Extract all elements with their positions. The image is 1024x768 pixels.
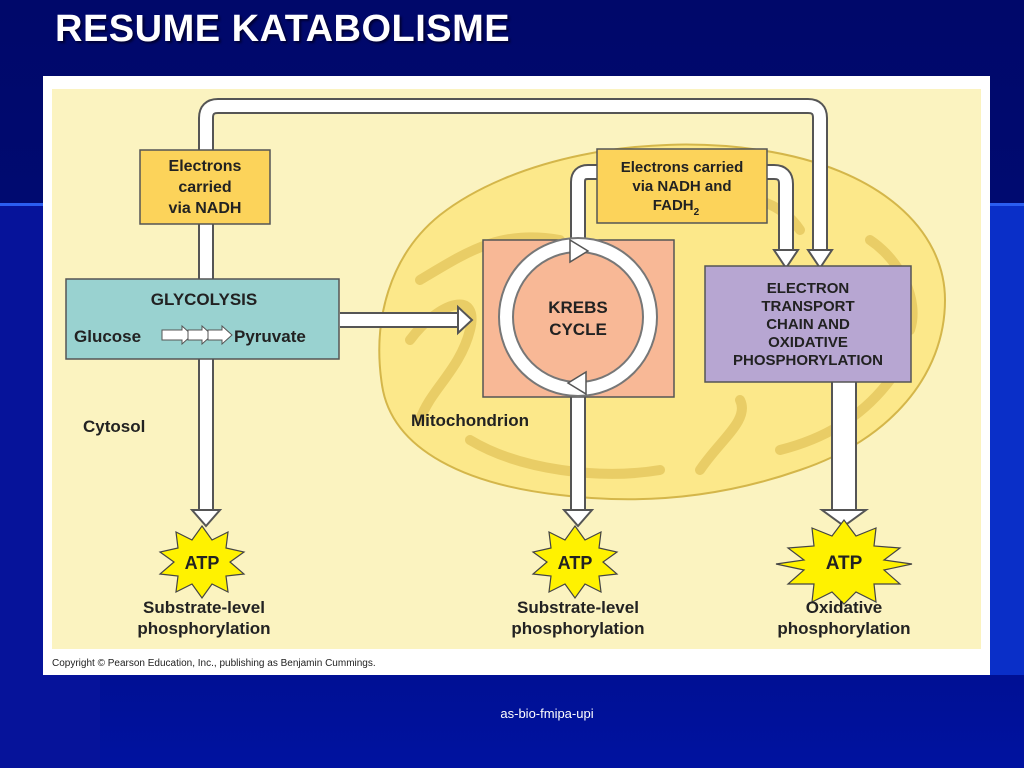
electrons-fadh-line2: via NADH and: [632, 178, 731, 195]
electron-transport-box: ELECTRON TRANSPORT CHAIN AND OXIDATIVE P…: [704, 265, 912, 383]
output-3-line2: phosphorylation: [777, 619, 910, 638]
etc-line1: ELECTRON: [767, 280, 850, 297]
krebs-cycle-arrowhead-bottom: [566, 370, 587, 396]
glycolysis-title: GLYCOLYSIS: [151, 290, 257, 309]
background-panel-right: [990, 205, 1024, 675]
copyright-text: Copyright © Pearson Education, Inc., pub…: [52, 658, 376, 669]
electrons-nadh-fadh-box: Electrons carried via NADH and FADH2: [596, 148, 768, 224]
electrons-fadh-line3: FADH: [653, 197, 694, 214]
output-3-line1: Oxidative: [806, 598, 883, 617]
glycolysis-step-arrows: [161, 324, 233, 346]
etc-line3: CHAIN AND: [766, 316, 850, 333]
electrons-nadh-box: Electrons carried via NADH: [139, 149, 271, 225]
slide-title: RESUME KATABOLISME: [55, 8, 511, 50]
atp-burst-2: ATP: [531, 524, 619, 600]
output-1-line1: Substrate-level: [143, 598, 265, 617]
electrons-fadh-line1: Electrons carried: [621, 159, 744, 176]
atp-label-3: ATP: [826, 553, 863, 574]
electrons-fadh-subscript: 2: [694, 207, 700, 218]
electrons-nadh-line3: via NADH: [169, 200, 242, 217]
krebs-label-line2: CYCLE: [549, 320, 607, 339]
output-1-line2: phosphorylation: [137, 619, 270, 638]
etc-line2: TRANSPORT: [761, 298, 854, 315]
etc-line4: OXIDATIVE: [768, 334, 848, 351]
svg-text:FADH2: FADH2: [653, 197, 700, 218]
atp-label-1: ATP: [185, 553, 220, 573]
mitochondrion-label: Mitochondrion: [411, 411, 529, 430]
atp-burst-1: ATP: [158, 524, 246, 600]
pyruvate-label: Pyruvate: [234, 327, 306, 346]
slide-footer: as-bio-fmipa-upi: [500, 706, 594, 721]
atp-burst-3: ATP: [775, 519, 913, 605]
etc-line5: PHOSPHORYLATION: [733, 352, 883, 369]
glycolysis-box: GLYCOLYSIS Glucose Pyruvate: [65, 278, 340, 360]
krebs-label-line1: KREBS: [548, 298, 608, 317]
output-2-line2: phosphorylation: [511, 619, 644, 638]
output-2-line1: Substrate-level: [517, 598, 639, 617]
glucose-label: Glucose: [74, 327, 141, 346]
krebs-cycle-arrowhead-top: [569, 238, 590, 264]
electrons-nadh-line1: Electrons: [169, 158, 242, 175]
atp-label-2: ATP: [558, 553, 593, 573]
krebs-cycle-box: KREBS CYCLE: [482, 237, 675, 398]
cytosol-label: Cytosol: [83, 417, 145, 436]
electrons-nadh-line2: carried: [178, 179, 231, 196]
